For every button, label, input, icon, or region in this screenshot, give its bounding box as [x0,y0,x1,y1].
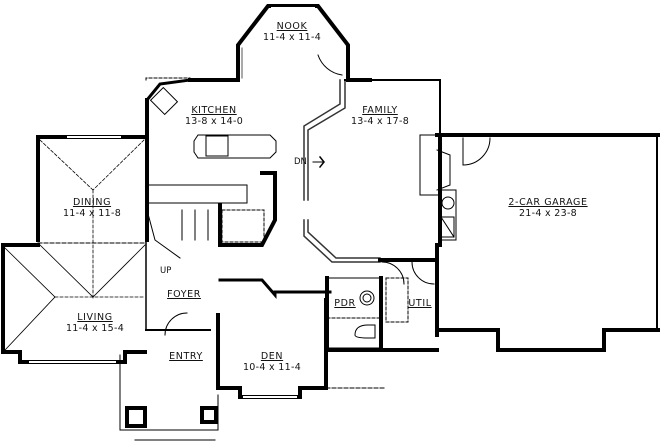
room-family-dims: 13-4 x 17-8 [350,115,410,127]
room-garage-dims: 21-4 x 23-8 [518,207,578,219]
room-family: FAMILY 13-4 x 17-8 [350,105,410,128]
room-util: UTIL [408,298,432,310]
room-garage: 2-CAR GARAGE 21-4 x 23-8 [508,197,588,220]
room-den: DEN 10-4 x 11-4 [242,351,302,374]
room-entry-name: ENTRY [169,351,203,362]
stairs-down-label: DN [294,157,307,167]
room-living: LIVING 11-4 x 15-4 [65,312,125,335]
room-nook-dims: 11-4 x 11-4 [262,31,322,43]
room-den-dims: 10-4 x 11-4 [242,361,302,373]
room-kitchen: KITCHEN 13-8 x 14-0 [184,105,244,128]
room-pdr: PDR [334,298,356,310]
stairs-up-label: UP [160,266,172,276]
room-family-name: FAMILY [362,105,398,116]
room-nook: NOOK 11-4 x 11-4 [262,21,322,44]
room-dining-name: DINING [72,197,112,208]
room-foyer-name: FOYER [167,289,201,300]
room-den-name: DEN [260,351,284,362]
nook-walls [236,4,350,82]
room-living-dims: 11-4 x 15-4 [65,322,125,334]
room-entry: ENTRY [169,351,203,363]
room-nook-name: NOOK [276,21,308,32]
room-kitchen-dims: 13-8 x 14-0 [184,115,244,127]
room-kitchen-name: KITCHEN [191,105,237,116]
room-pdr-name: PDR [334,298,356,309]
room-dining: DINING 11-4 x 11-8 [62,197,122,220]
room-living-name: LIVING [77,312,113,323]
room-util-name: UTIL [408,298,432,309]
room-garage-name: 2-CAR GARAGE [508,197,588,208]
room-foyer: FOYER [167,289,201,301]
room-dining-dims: 11-4 x 11-8 [62,207,122,219]
